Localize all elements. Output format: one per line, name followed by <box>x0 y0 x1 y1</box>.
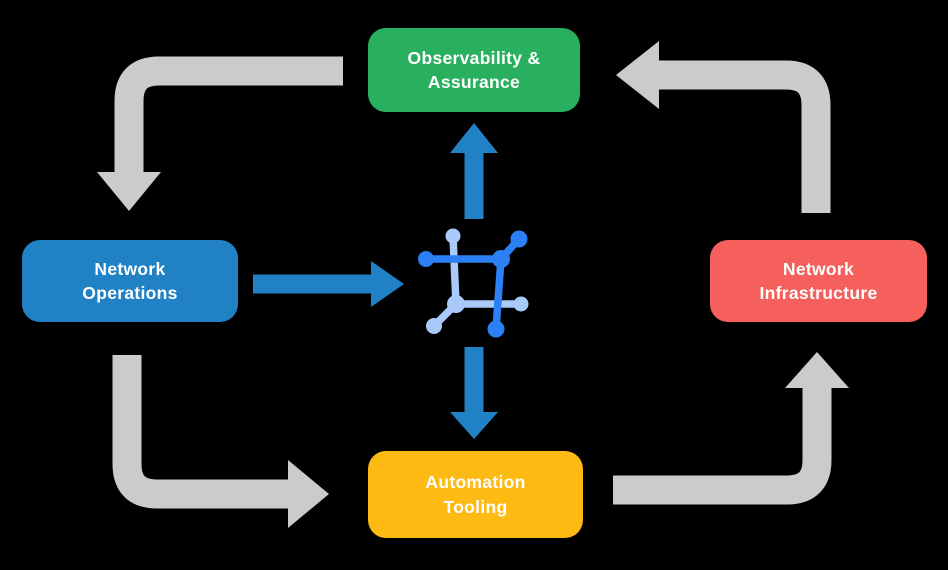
arrow-observability-to-operations <box>97 56 343 211</box>
arrow-band <box>613 388 832 505</box>
icon-edge <box>449 232 460 308</box>
arrow-head-up-icon <box>450 123 498 153</box>
icon-node <box>418 251 434 267</box>
icon-node <box>426 318 442 334</box>
arrow-center-to-automation <box>450 347 498 439</box>
icon-node <box>510 230 528 248</box>
arrow-head-left-icon <box>616 41 659 109</box>
arrow-center-to-observability <box>450 123 498 219</box>
network-mesh-icon <box>418 228 529 338</box>
arrow-head-down-icon <box>97 172 161 211</box>
arrow-infrastructure-to-observability <box>616 41 831 213</box>
node-label: Observability & Assurance <box>407 47 541 92</box>
arrow-head-down-icon <box>450 412 498 439</box>
arrow-band <box>114 56 343 172</box>
node-network-operations: Network Operations <box>22 240 238 322</box>
icon-node <box>445 228 461 244</box>
icon-node <box>447 295 465 313</box>
icon-edge <box>492 255 505 333</box>
arrow-head-right-icon <box>371 261 404 307</box>
icon-node <box>492 250 510 268</box>
icon-node <box>513 296 529 312</box>
arrow-band <box>112 355 288 509</box>
node-label: Automation Tooling <box>425 472 526 517</box>
node-automation-tooling: Automation Tooling <box>368 451 583 538</box>
node-label: Network Infrastructure <box>759 258 878 303</box>
arrow-band <box>659 60 831 213</box>
arrow-operations-to-center <box>253 261 404 307</box>
node-observability-assurance: Observability & Assurance <box>368 28 580 112</box>
arrow-head-up-icon <box>785 352 849 388</box>
arrow-automation-to-infrastructure <box>613 352 849 505</box>
icon-node <box>487 320 505 338</box>
node-label: Network Operations <box>82 258 178 303</box>
arrow-operations-to-automation <box>112 355 329 528</box>
node-network-infrastructure: Network Infrastructure <box>710 240 927 322</box>
arrow-head-right-icon <box>288 460 329 528</box>
